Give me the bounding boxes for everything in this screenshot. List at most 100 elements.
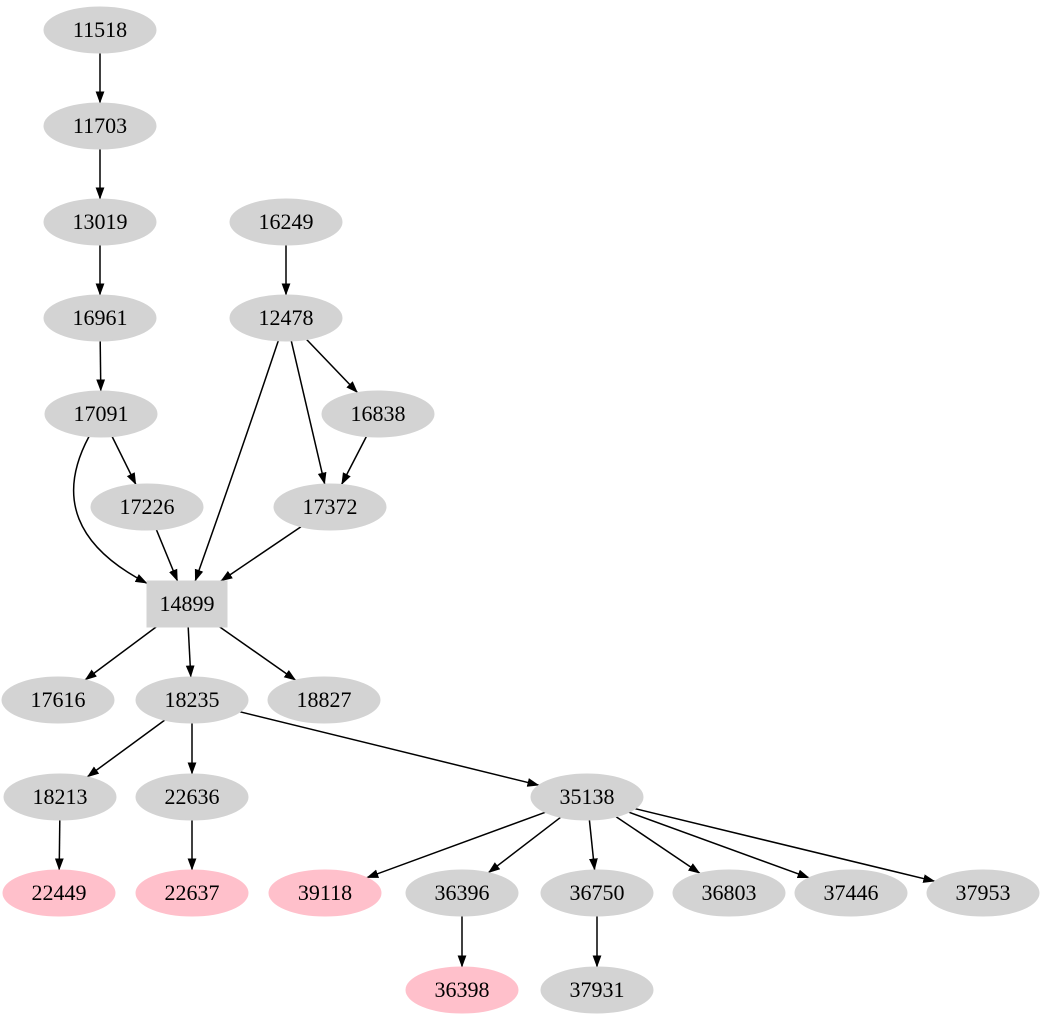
edge-35138-37446 [628, 811, 810, 879]
edge-17091-17226 [111, 436, 137, 485]
edge-35138-36396 [487, 816, 562, 874]
edge-17226-14899 [155, 529, 179, 582]
edge-14899-18827 [219, 626, 297, 681]
node-ellipse-shape [540, 869, 654, 917]
node-ellipse-shape [135, 773, 249, 821]
node-ellipse-shape [540, 966, 654, 1014]
node-label: 14899 [160, 591, 215, 616]
node-36803: 36803 [672, 869, 786, 917]
node-18235: 18235 [135, 676, 249, 724]
node-37446: 37446 [794, 869, 908, 917]
edge-35138-37953 [635, 807, 936, 883]
edge-35138-36803 [615, 816, 701, 874]
node-ellipse-shape [1, 676, 115, 724]
node-label: 39118 [298, 880, 352, 905]
node-label: 12478 [259, 305, 314, 330]
node-label: 13019 [73, 209, 128, 234]
node-layer: 11518 11703 13019 16249 16961 12478 17091 16838… [1, 6, 1040, 1014]
node-ellipse-shape [672, 869, 786, 917]
edge-18235-35138 [239, 711, 540, 787]
node-ellipse-shape [268, 869, 382, 917]
node-ellipse-shape [405, 869, 519, 917]
node-label: 17226 [120, 494, 175, 519]
node-label: 22637 [165, 880, 220, 905]
node-37931: 37931 [540, 966, 654, 1014]
node-label: 18827 [297, 687, 352, 712]
node-ellipse-shape [43, 198, 157, 246]
node-ellipse-shape [43, 102, 157, 150]
edge-17091-14899 [72, 436, 148, 584]
node-ellipse-shape [794, 869, 908, 917]
node-ellipse-shape [135, 869, 249, 917]
node-label: 17616 [31, 687, 86, 712]
node-label: 11518 [73, 17, 127, 42]
node-36398: 36398 [405, 966, 519, 1014]
node-label: 36396 [435, 880, 490, 905]
node-label: 22636 [165, 784, 220, 809]
edge-layer [54, 53, 936, 968]
node-36750: 36750 [540, 869, 654, 917]
node-14899: 14899 [146, 580, 228, 628]
edge-35138-39118 [366, 811, 546, 879]
edge-12478-17372 [290, 340, 327, 485]
node-label: 17372 [303, 494, 358, 519]
node-36396: 36396 [405, 869, 519, 917]
edge-12478-14899 [194, 340, 280, 582]
node-18213: 18213 [3, 773, 117, 821]
node-ellipse-shape [926, 869, 1040, 917]
node-ellipse-shape [273, 483, 387, 531]
node-17091: 17091 [44, 390, 158, 438]
node-16249: 16249 [229, 198, 343, 246]
node-label: 18235 [165, 687, 220, 712]
node-ellipse-shape [2, 869, 116, 917]
node-ellipse-shape [44, 390, 158, 438]
node-ellipse-shape [90, 483, 204, 531]
node-17616: 17616 [1, 676, 115, 724]
node-label: 22449 [32, 880, 87, 905]
edge-14899-18235 [185, 626, 195, 678]
edge-35138-36750 [588, 819, 598, 871]
edge-18213-22449 [54, 819, 64, 871]
node-label: 18213 [33, 784, 88, 809]
node-37953: 37953 [926, 869, 1040, 917]
edge-16961-17091 [96, 340, 106, 392]
node-22636: 22636 [135, 773, 249, 821]
node-label: 37446 [824, 880, 879, 905]
node-box-shape [146, 580, 228, 628]
node-ellipse-shape [43, 6, 157, 54]
node-label: 17091 [74, 401, 129, 426]
edge-14899-17616 [84, 626, 157, 681]
node-ellipse-shape [135, 676, 249, 724]
node-ellipse-shape [3, 773, 117, 821]
node-ellipse-shape [229, 198, 343, 246]
edge-12478-16838 [305, 338, 359, 394]
node-17226: 17226 [90, 483, 204, 531]
node-35138: 35138 [530, 773, 644, 821]
edge-18235-18213 [86, 719, 166, 778]
node-ellipse-shape [321, 390, 435, 438]
node-16961: 16961 [43, 294, 157, 342]
node-label: 16961 [73, 305, 128, 330]
node-12478: 12478 [229, 294, 343, 342]
edge-16838-17372 [340, 436, 368, 485]
node-18827: 18827 [267, 676, 381, 724]
node-label: 37953 [956, 880, 1011, 905]
node-ellipse-shape [530, 773, 644, 821]
node-16838: 16838 [321, 390, 435, 438]
node-label: 37931 [570, 977, 625, 1002]
node-ellipse-shape [229, 294, 343, 342]
node-ellipse-shape [405, 966, 519, 1014]
node-11518: 11518 [43, 6, 157, 54]
node-39118: 39118 [268, 869, 382, 917]
node-label: 11703 [73, 113, 127, 138]
node-13019: 13019 [43, 198, 157, 246]
node-label: 16249 [259, 209, 314, 234]
node-22449: 22449 [2, 869, 116, 917]
node-label: 36750 [570, 880, 625, 905]
node-label: 36398 [435, 977, 490, 1002]
node-label: 16838 [351, 401, 406, 426]
node-17372: 17372 [273, 483, 387, 531]
edge-17372-14899 [220, 526, 302, 582]
